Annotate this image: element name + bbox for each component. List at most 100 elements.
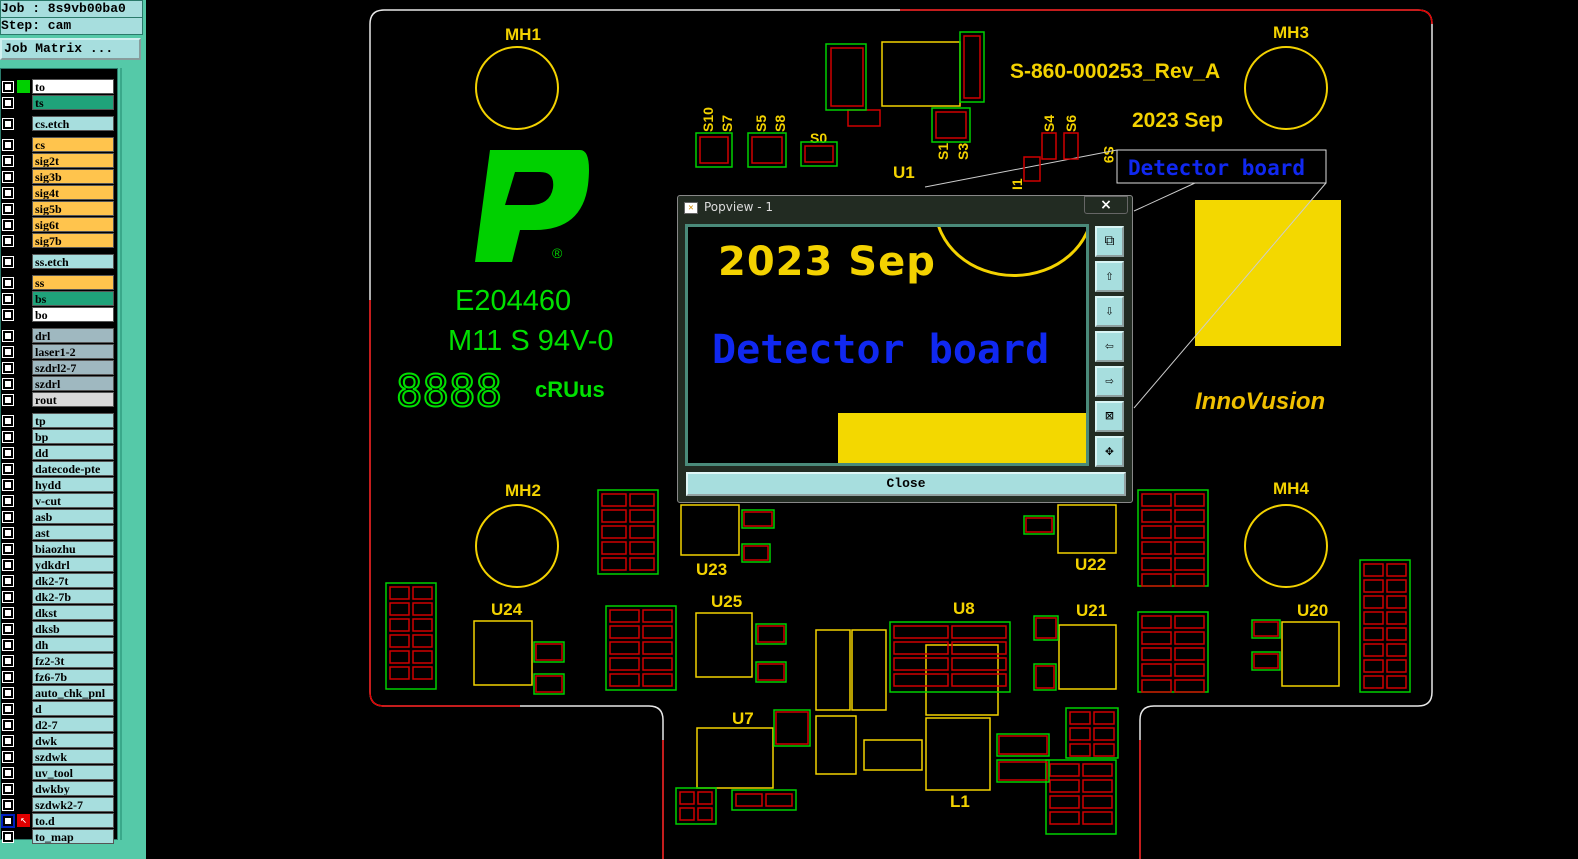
- layer-row[interactable]: fz6-7b: [1, 669, 117, 684]
- layer-row[interactable]: fz2-3t: [1, 653, 117, 668]
- layer-checkbox[interactable]: [2, 527, 14, 539]
- layer-name[interactable]: auto_chk_pnl: [32, 685, 114, 700]
- layer-checkbox[interactable]: [2, 330, 14, 342]
- layer-row[interactable]: biaozhu: [1, 541, 117, 556]
- layer-row[interactable]: tp: [1, 413, 117, 428]
- layer-row[interactable]: ss: [1, 275, 117, 290]
- layer-name[interactable]: cs: [32, 137, 114, 152]
- pan-left-icon[interactable]: ⇦: [1095, 331, 1124, 362]
- layer-checkbox[interactable]: [2, 511, 14, 523]
- layer-name[interactable]: dk2-7b: [32, 589, 114, 604]
- window-close-button[interactable]: ×: [1084, 196, 1128, 214]
- layer-row[interactable]: ast: [1, 525, 117, 540]
- layer-checkbox[interactable]: [2, 415, 14, 427]
- layer-name[interactable]: sig2t: [32, 153, 114, 168]
- layer-name[interactable]: to: [32, 79, 114, 94]
- layer-row[interactable]: bo: [1, 307, 117, 322]
- layer-row[interactable]: uv_tool: [1, 765, 117, 780]
- layer-checkbox[interactable]: [2, 293, 14, 305]
- layer-checkbox[interactable]: [2, 655, 14, 667]
- layer-checkbox[interactable]: [2, 687, 14, 699]
- layer-name[interactable]: fz2-3t: [32, 653, 114, 668]
- layer-row[interactable]: hydd: [1, 477, 117, 492]
- layer-row[interactable]: dwkby: [1, 781, 117, 796]
- layer-checkbox[interactable]: [2, 783, 14, 795]
- layer-name[interactable]: rout: [32, 392, 114, 407]
- layer-checkbox[interactable]: [2, 309, 14, 321]
- layer-checkbox[interactable]: [2, 799, 14, 811]
- job-matrix-button[interactable]: Job Matrix ...: [0, 38, 141, 60]
- layer-row[interactable]: dksb: [1, 621, 117, 636]
- layer-row[interactable]: dwk: [1, 733, 117, 748]
- layer-row[interactable]: dkst: [1, 605, 117, 620]
- layer-checkbox[interactable]: [2, 346, 14, 358]
- layer-row[interactable]: v-cut: [1, 493, 117, 508]
- layer-name[interactable]: szdwk: [32, 749, 114, 764]
- layer-row[interactable]: ts: [1, 95, 117, 110]
- layer-row[interactable]: sig5b: [1, 201, 117, 216]
- layer-checkbox[interactable]: [2, 394, 14, 406]
- layer-row[interactable]: ss.etch: [1, 254, 117, 269]
- layer-checkbox[interactable]: [2, 831, 14, 843]
- layer-row[interactable]: d: [1, 701, 117, 716]
- layer-checkbox[interactable]: [2, 81, 14, 93]
- layer-checkbox[interactable]: [2, 203, 14, 215]
- layer-name[interactable]: drl: [32, 328, 114, 343]
- layer-name[interactable]: datecode-pte: [32, 461, 114, 476]
- layer-row[interactable]: szdrl: [1, 376, 117, 391]
- layer-name[interactable]: v-cut: [32, 493, 114, 508]
- layer-checkbox[interactable]: [2, 118, 14, 130]
- layer-name[interactable]: sig6t: [32, 217, 114, 232]
- layer-name[interactable]: dksb: [32, 621, 114, 636]
- fit-icon[interactable]: ⊠: [1095, 401, 1124, 432]
- layer-name[interactable]: dwkby: [32, 781, 114, 796]
- layer-row[interactable]: to: [1, 79, 117, 94]
- layer-row[interactable]: dk2-7b: [1, 589, 117, 604]
- layer-checkbox[interactable]: [2, 187, 14, 199]
- layer-name[interactable]: sig3b: [32, 169, 114, 184]
- layer-name[interactable]: fz6-7b: [32, 669, 114, 684]
- zoom-back-icon[interactable]: ⧉: [1095, 226, 1124, 257]
- layer-name[interactable]: to.d: [32, 813, 114, 828]
- layer-checkbox[interactable]: [2, 219, 14, 231]
- layer-name[interactable]: dwk: [32, 733, 114, 748]
- layer-row[interactable]: bs: [1, 291, 117, 306]
- layer-name[interactable]: cs.etch: [32, 116, 114, 131]
- layer-checkbox[interactable]: [2, 639, 14, 651]
- layer-name[interactable]: dk2-7t: [32, 573, 114, 588]
- layer-checkbox[interactable]: [2, 591, 14, 603]
- layer-checkbox[interactable]: [2, 703, 14, 715]
- layer-checkbox[interactable]: [2, 623, 14, 635]
- layer-row[interactable]: dk2-7t: [1, 573, 117, 588]
- zoom-down-icon[interactable]: ⇩: [1095, 296, 1124, 327]
- layer-name[interactable]: laser1-2: [32, 344, 114, 359]
- layer-checkbox[interactable]: [2, 97, 14, 109]
- layer-row[interactable]: auto_chk_pnl: [1, 685, 117, 700]
- layer-row[interactable]: d2-7: [1, 717, 117, 732]
- layer-row[interactable]: szdrl2-7: [1, 360, 117, 375]
- layer-row[interactable]: sig7b: [1, 233, 117, 248]
- layer-name[interactable]: d2-7: [32, 717, 114, 732]
- layer-checkbox[interactable]: [2, 543, 14, 555]
- close-button[interactable]: Close: [686, 472, 1126, 496]
- layer-checkbox[interactable]: [2, 155, 14, 167]
- layer-checkbox[interactable]: [2, 671, 14, 683]
- layer-name[interactable]: bs: [32, 291, 114, 306]
- layer-row[interactable]: dh: [1, 637, 117, 652]
- layer-checkbox[interactable]: [2, 362, 14, 374]
- layer-checkbox[interactable]: [2, 607, 14, 619]
- layer-row[interactable]: drl: [1, 328, 117, 343]
- layer-name[interactable]: d: [32, 701, 114, 716]
- layer-name[interactable]: szdrl: [32, 376, 114, 391]
- layer-checkbox[interactable]: [2, 575, 14, 587]
- layer-checkbox[interactable]: [2, 256, 14, 268]
- layer-name[interactable]: szdwk2-7: [32, 797, 114, 812]
- layer-row[interactable]: bp: [1, 429, 117, 444]
- zoom-up-icon[interactable]: ⇧: [1095, 261, 1124, 292]
- popview-canvas[interactable]: 2023 Sep Detector board: [685, 224, 1089, 466]
- layer-name[interactable]: dkst: [32, 605, 114, 620]
- layer-name[interactable]: sig7b: [32, 233, 114, 248]
- layer-name[interactable]: hydd: [32, 477, 114, 492]
- layer-checkbox[interactable]: [2, 171, 14, 183]
